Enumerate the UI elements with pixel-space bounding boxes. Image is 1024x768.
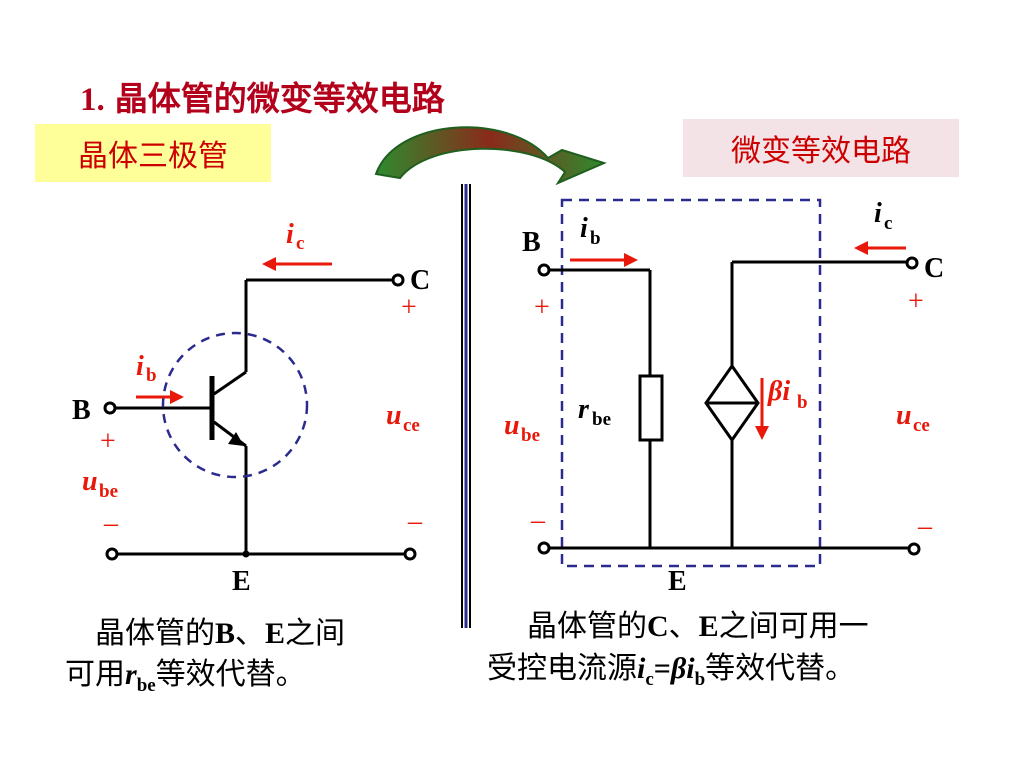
desc-left-line1: 晶体管的B、E之间 (95, 614, 345, 654)
desc-right-line1: 晶体管的C、E之间可用一 (527, 607, 869, 647)
uce-sub-left: ce (403, 415, 420, 436)
ib-sub-right: b (590, 228, 601, 249)
desc-right-c: C (647, 610, 669, 643)
ib-label-left: i (136, 351, 144, 382)
equivalent-circuit-label-box: 微变等效电路 (683, 119, 959, 177)
rbe-sub: be (592, 409, 611, 430)
node-c-right: C (924, 253, 944, 284)
terminal-c-right (905, 256, 919, 270)
desc-left-b: B (215, 617, 236, 650)
desc-right-e: E (698, 610, 719, 643)
desc-left-r-sub: be (136, 675, 156, 696)
ube-label-left: u (82, 466, 98, 497)
terminal-e2-left (403, 547, 417, 561)
desc-left-text-2b: 等效代替。 (155, 657, 306, 692)
node-e-right: E (668, 566, 687, 597)
desc-right-beta-ib: βi (670, 652, 695, 685)
emitter-arrow-icon (228, 432, 244, 446)
ib-arrow-left-icon (136, 390, 184, 404)
ib-arrow-right-icon (570, 253, 638, 267)
desc-right-sep: 、 (668, 609, 699, 644)
transistor-outline-circle (161, 331, 309, 479)
ic-label-right: i (874, 198, 882, 229)
divider (461, 184, 471, 628)
desc-right-text-2b: 等效代替。 (705, 651, 856, 686)
uce-sub-right: ce (913, 415, 930, 436)
plus-c-left: + (401, 292, 417, 323)
ic-arrow-left-icon (262, 257, 332, 271)
ib-sub-left: b (146, 365, 157, 386)
desc-right-text-a: 晶体管的 (527, 609, 647, 644)
source-current-arrow-icon (755, 378, 769, 440)
ube-sub-right: be (521, 425, 540, 446)
ic-label-left: i (286, 219, 294, 250)
terminal-e1-right (537, 541, 551, 555)
desc-right-text-e: 之间可用一 (718, 609, 869, 644)
slide-title: 1.晶体管的微变等效电路 (80, 72, 445, 120)
transistor-label-box: 晶体三极管 (35, 124, 271, 182)
desc-left-text-2a: 可用 (65, 657, 125, 692)
ic-arrow-right-icon (854, 241, 906, 255)
uce-label-right: u (896, 400, 912, 431)
desc-right-eq: = (653, 652, 671, 685)
title-text: 晶体管的微变等效电路 (114, 79, 445, 118)
ic-sub-left: c (296, 233, 304, 254)
terminal-e1-left (105, 547, 119, 561)
node-b-right: B (522, 227, 541, 258)
terminal-b-right (537, 263, 551, 277)
terminal-e2-right (907, 542, 921, 556)
desc-right-ic-sub: c (645, 669, 654, 690)
desc-right-line2: 受控电流源ic=βib等效代替。 (487, 649, 855, 700)
title-number: 1. (80, 82, 105, 118)
minus-c-right: – (917, 511, 933, 542)
ic-sub-right: c (884, 213, 892, 234)
desc-left-sep: 、 (235, 616, 266, 651)
desc-left-text-a: 晶体管的 (95, 616, 215, 651)
uce-label-left: u (386, 400, 402, 431)
right-equivalent-circuit (548, 260, 910, 550)
ube-sub-left: be (99, 481, 118, 502)
desc-left-text-e: 之间 (285, 616, 346, 651)
beta-ib-label: βi (767, 376, 790, 407)
equivalent-dashed-box (560, 198, 822, 568)
ib-label-right: i (580, 213, 588, 244)
terminal-b-left (103, 401, 117, 415)
plus-b-right: + (534, 292, 550, 323)
desc-right-ic: i (637, 652, 646, 685)
minus-b-left: – (103, 508, 119, 539)
left-transistor-circuit (116, 278, 406, 556)
desc-left-e: E (265, 617, 286, 650)
node-e-left: E (232, 566, 251, 597)
beta-ib-sub: b (797, 392, 808, 413)
curved-arrow-icon (374, 126, 607, 186)
minus-c-left: – (407, 506, 423, 537)
plus-b-left: + (100, 426, 116, 457)
junction-e-left (242, 550, 250, 558)
desc-left-line2: 可用rbe等效代替。 (65, 655, 306, 706)
ube-label-right: u (504, 410, 520, 441)
desc-right-text-2a: 受控电流源 (487, 651, 637, 686)
node-b-left: B (72, 395, 91, 426)
terminal-c-left (391, 273, 405, 287)
desc-left-r: r (125, 658, 137, 691)
rbe-label: r (578, 394, 590, 425)
minus-b-right: – (530, 505, 546, 536)
desc-right-ib-sub: b (694, 669, 706, 690)
plus-c-right: + (908, 286, 924, 317)
node-c-left: C (410, 265, 430, 296)
